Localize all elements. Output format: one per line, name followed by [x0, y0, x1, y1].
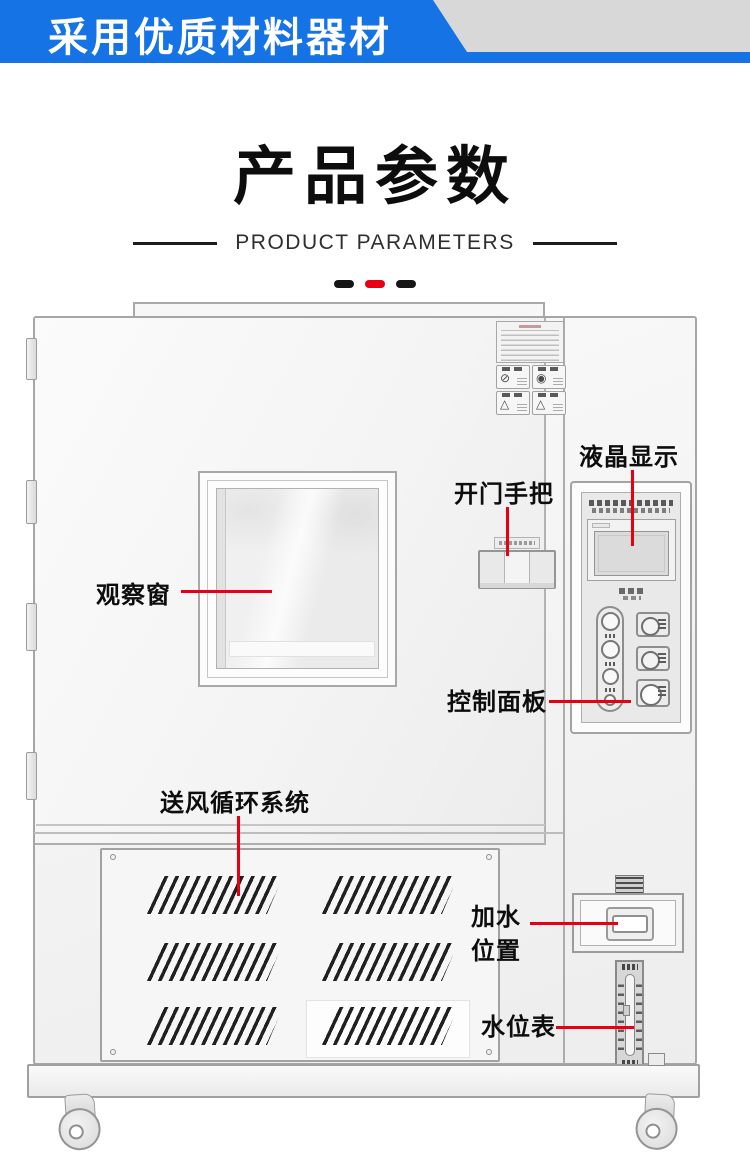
button-label-mark: [605, 662, 615, 666]
round-button: [601, 612, 620, 631]
page-subtitle: PRODUCT PARAMETERS: [235, 231, 515, 254]
banner-title: 采用优质材料器材: [48, 16, 392, 60]
door-hinge: [26, 480, 37, 524]
knob-button: [636, 612, 670, 637]
vent-grille: [143, 943, 283, 981]
prohibition-icon: ⊘: [500, 371, 511, 385]
callout-door-handle: 开门手把: [454, 481, 554, 508]
handle-base-line: [480, 583, 554, 588]
dash-black-right: [396, 280, 416, 288]
base-fitting: [648, 1053, 665, 1066]
banner-corner-cut: [433, 0, 750, 52]
round-button: [602, 668, 619, 685]
dash-black-left: [334, 280, 354, 288]
vent-grille: [318, 876, 458, 914]
gauge-bottom-cap: [622, 1060, 638, 1066]
vent-grille: [143, 876, 283, 914]
door-handle: [478, 550, 556, 589]
leader-line-water-gauge: [556, 1026, 634, 1029]
subtitle-line-left: [133, 241, 218, 245]
warning-sticker: ◉: [532, 365, 566, 389]
page-title: 产品参数: [233, 142, 517, 212]
knob-button: [636, 646, 670, 671]
leader-line-water-fill: [530, 922, 618, 925]
dash-red-center: [365, 280, 385, 288]
observation-window-reflection: [229, 641, 375, 657]
round-button: [601, 640, 620, 659]
handle-sticker: [494, 537, 540, 549]
warning-sticker: △: [532, 391, 566, 415]
observation-window-seal: [217, 489, 226, 668]
caster-wheel-left: [54, 1092, 110, 1152]
leader-line-control-panel: [549, 700, 631, 703]
handle-segment: [530, 552, 554, 587]
leader-line-window: [181, 590, 272, 593]
vent-grille: [318, 1007, 458, 1045]
callout-water-fill: 加水 位置: [471, 904, 521, 965]
callout-observation-window: 观察窗: [96, 582, 171, 609]
overflow-vent-icon: [615, 875, 644, 895]
panel-screw: [486, 854, 492, 860]
warning-icon: △: [536, 397, 546, 411]
panel-screw: [486, 1049, 492, 1055]
callout-water-gauge: 水位表: [481, 1014, 556, 1041]
accent-dashes: [0, 280, 750, 288]
warning-sticker: △: [496, 391, 530, 415]
machine-top-panel: [133, 302, 545, 319]
knob-ticks: [658, 617, 666, 629]
panel-screw: [110, 854, 116, 860]
handle-segment: [480, 552, 505, 587]
button-label-mark: [605, 688, 615, 692]
control-column-divider: [563, 318, 565, 1065]
panel-screw: [110, 1049, 116, 1055]
instruction-sticker: [496, 321, 564, 363]
button-label-mark: [605, 634, 615, 638]
gauge-scale-left: [618, 980, 624, 1050]
knob-ticks: [658, 684, 666, 696]
lcd-label-chip: [592, 523, 610, 528]
machine-base: [27, 1064, 700, 1098]
callout-lcd-display: 液晶显示: [579, 444, 679, 471]
caster-wheel-right: [633, 1093, 688, 1151]
sticker-title-line: [519, 325, 541, 328]
callout-air-circulation: 送风循环系统: [160, 790, 310, 817]
top-banner: 采用优质材料器材: [0, 0, 750, 63]
gauge-top-cap: [622, 964, 638, 970]
leader-line-lcd: [631, 470, 634, 546]
subtitle-row: PRODUCT PARAMETERS: [0, 231, 750, 255]
vent-grille: [143, 1007, 283, 1045]
attention-icon: ◉: [536, 371, 547, 385]
warning-icon: △: [500, 397, 510, 411]
knob-button: [636, 679, 670, 707]
callout-control-panel: 控制面板: [447, 689, 547, 716]
door-hinge: [26, 603, 37, 651]
indicator-cluster: [623, 596, 641, 600]
leader-line-air-circulation: [237, 816, 240, 896]
indicator-cluster: [619, 588, 645, 594]
warning-sticker: ⊘: [496, 365, 530, 389]
door-hinge: [26, 752, 37, 800]
vent-grille: [318, 943, 458, 981]
observation-window-glass: [216, 488, 379, 669]
door-hinge: [26, 338, 37, 380]
handle-segment: [505, 552, 530, 587]
subtitle-line-right: [532, 241, 617, 245]
lower-divider-line: [34, 832, 563, 834]
sticker-text-lines: [501, 330, 559, 361]
warning-sticker-grid: ⊘ ◉ △ △: [496, 365, 566, 415]
knob-ticks: [658, 651, 666, 663]
door-bottom-line: [36, 824, 545, 826]
leader-line-door-handle: [506, 507, 509, 556]
gauge-scale-right: [636, 980, 642, 1050]
gauge-float: [623, 1005, 630, 1016]
